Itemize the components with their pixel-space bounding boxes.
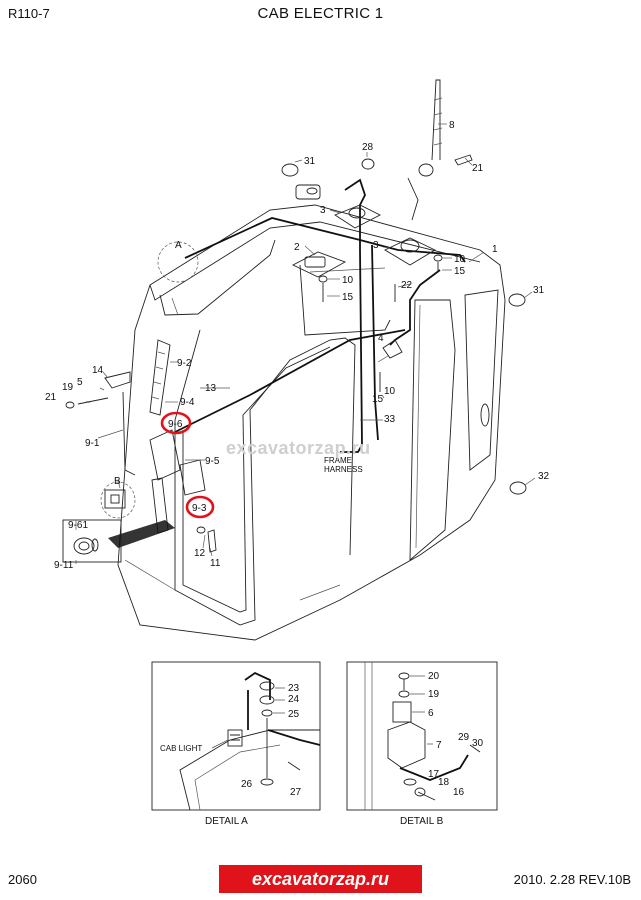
- callout-12: 12: [194, 548, 206, 559]
- callout-10-c: 10: [384, 386, 396, 397]
- frame-harness-label-1: FRAME: [324, 456, 352, 465]
- detail-b-title: DETAIL B: [400, 816, 444, 827]
- detail-b-panel: 20 19 6 7 29 30 17 18 16 DETAIL B: [346, 661, 498, 827]
- brand-badge[interactable]: excavatorzap.ru: [219, 865, 422, 893]
- detail-a-callout-23: 23: [288, 683, 300, 694]
- frame-harness-label-2: HARNESS: [324, 465, 363, 474]
- callout-9-3: 9-3: [192, 503, 207, 514]
- callout-8: 8: [449, 120, 455, 131]
- page-number: 2060: [8, 872, 37, 887]
- callout-22: 22: [401, 280, 413, 291]
- callout-9-2: 9-2: [177, 358, 192, 369]
- callout-9-11: 9-11: [54, 560, 74, 571]
- callout-32: 32: [538, 471, 550, 482]
- detail-a-panel: 23 24 25 26 27 CAB LIGHT DETAIL A: [151, 661, 321, 827]
- callout-21-top: 21: [472, 163, 484, 174]
- detail-b-callout-17: 17: [428, 769, 440, 780]
- callout-33: 33: [384, 414, 396, 425]
- callout-labels: 8 21 31 28 3 3 2 10 15 10 15 22 1 31 32 …: [45, 120, 550, 571]
- detail-b-callout-29: 29: [458, 732, 470, 743]
- detail-b-callout-30: 30: [472, 738, 484, 749]
- callout-15-a: 15: [342, 292, 354, 303]
- detail-b-callout-20: 20: [428, 671, 440, 682]
- detail-b-callout-7: 7: [436, 740, 442, 751]
- leader-lines: [75, 123, 536, 564]
- callout-9-6: 9-6: [168, 419, 183, 430]
- detail-b-callout-19: 19: [428, 689, 440, 700]
- detail-a-callout-27: 27: [290, 787, 302, 798]
- callout-2: 2: [294, 242, 300, 253]
- detail-a-title: DETAIL A: [205, 816, 248, 827]
- callout-10-a: 10: [342, 275, 354, 286]
- roof-parts: [281, 79, 527, 495]
- callout-13: 13: [205, 383, 217, 394]
- highlight-9-3: [185, 495, 215, 519]
- detail-a-callout-26: 26: [241, 779, 253, 790]
- callout-28: 28: [362, 142, 374, 153]
- wiper-assembly: [62, 339, 217, 563]
- detail-b-callout-18: 18: [438, 777, 450, 788]
- callout-9-1: 9-1: [85, 438, 100, 449]
- detail-a-cab-light: CAB LIGHT: [160, 744, 202, 753]
- callout-14: 14: [92, 365, 104, 376]
- detail-b-marker-circle: [100, 481, 136, 519]
- callout-a: A: [175, 240, 182, 251]
- page-title: CAB ELECTRIC 1: [257, 5, 384, 22]
- detail-a-marker-circle: [157, 241, 199, 283]
- model-code: R110-7: [8, 6, 50, 21]
- callout-31-right: 31: [533, 285, 545, 296]
- callout-5: 5: [77, 377, 83, 388]
- callout-31-top: 31: [304, 156, 316, 167]
- detail-a-callout-24: 24: [288, 694, 300, 705]
- callout-3-right: 3: [373, 240, 379, 251]
- wire-harness: [174, 178, 466, 453]
- callout-19: 19: [62, 382, 74, 393]
- revision-date: 2010. 2.28 REV.10B: [513, 872, 631, 887]
- watermark: excavatorzap.ru: [226, 438, 371, 458]
- callout-4: 4: [378, 333, 384, 344]
- callout-b: B: [114, 476, 121, 487]
- callout-21-left: 21: [45, 392, 57, 403]
- callout-15-c: 15: [372, 394, 384, 405]
- callout-11: 11: [210, 558, 221, 569]
- callout-10-b: 10: [454, 254, 466, 265]
- detail-b-callout-6: 6: [428, 708, 434, 719]
- callout-9-5: 9-5: [205, 456, 220, 467]
- highlight-9-6: [160, 411, 192, 435]
- callout-15-b: 15: [454, 266, 466, 277]
- callout-3-left: 3: [320, 205, 326, 216]
- callout-9-4: 9-4: [180, 397, 195, 408]
- callout-1: 1: [492, 244, 498, 255]
- detail-b-callout-16: 16: [453, 787, 465, 798]
- detail-a-callout-25: 25: [288, 709, 300, 720]
- callout-9-61: 9-61: [68, 520, 88, 531]
